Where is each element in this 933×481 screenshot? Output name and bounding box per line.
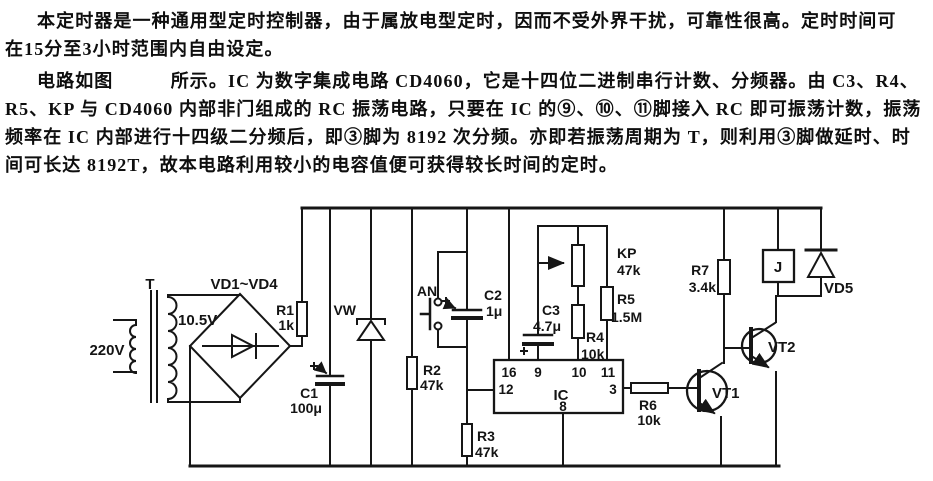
label-vt2: VT2 (768, 339, 796, 356)
zener-vw-triangle (356, 319, 386, 341)
article-line: 在15分至3小时范围内自由设定。 (5, 39, 284, 59)
relay-j-box (761, 248, 796, 284)
article-line: 频率在 IC 内部进行十四级二分频后，即③脚为 8192 次分频。亦即若振荡周期… (5, 127, 911, 147)
potentiometer-kp-body (571, 244, 585, 287)
label-vd5: VD5 (824, 280, 853, 297)
resistor-r1-body (296, 301, 308, 337)
label-r5: R5 (617, 291, 635, 307)
bridge-rectifier-outline (188, 292, 292, 400)
label-r3: R3 (477, 428, 495, 444)
label-c2: C2 (484, 287, 502, 303)
ic-pin-10: 10 (571, 365, 586, 380)
label-r1: R1 (276, 302, 294, 318)
ic-pin-11: 11 (601, 365, 616, 380)
transformer-core (150, 290, 158, 403)
c2-polarity-arrow (442, 298, 457, 310)
label-c1: C1 (300, 385, 318, 401)
label-secondary-voltage: 10.5V (178, 312, 217, 329)
label-r7-value: 3.4k (689, 279, 716, 295)
label-relay-j: J (774, 259, 782, 276)
label-r7: R7 (691, 262, 709, 278)
label-kp: KP (617, 245, 636, 261)
article-line: 本定时器是一种通用型定时控制器，由于属放电型定时，因而不受外界干扰，可靠性很高。… (37, 11, 897, 31)
bridge-diode (202, 333, 279, 359)
vt2-emitter-arrow (751, 352, 770, 369)
pushbutton-an-contact (433, 321, 443, 331)
article-line: 间可长达 8192T，故本电路利用较小的电容值便可获得较长时间的定时。 (5, 155, 619, 175)
ic-pin-16: 16 (501, 365, 517, 380)
pushbutton-an-wires (437, 251, 468, 348)
transformer-secondary-coil (166, 295, 178, 401)
label-r1-value: 1k (278, 317, 294, 333)
label-c1-value: 100μ (290, 400, 322, 416)
ic-pin-12: 12 (498, 382, 513, 397)
label-vt1: VT1 (712, 385, 740, 402)
label-vw: VW (333, 302, 356, 318)
label-r2-value: 47k (420, 377, 444, 393)
label-r6-value: 10k (637, 412, 661, 428)
label-r2: R2 (423, 362, 441, 378)
article-line: 电路如图 所示。IC 为数字集成电路 CD4060，它是十四位二进制串行计数、分… (37, 71, 919, 91)
label-r6: R6 (639, 397, 657, 413)
ic-pin-8: 8 (559, 399, 567, 414)
resistor-r7-body (717, 259, 731, 295)
article-line: R5、KP 与 CD4060 内部非门组成的 RC 振荡电路，只要在 IC 的⑨… (5, 99, 922, 119)
label-kp-value: 47k (617, 262, 641, 278)
label-ic: IC (554, 387, 569, 404)
vt1-emitter-arrow (697, 398, 716, 415)
diode-vd5-triangle (806, 250, 836, 278)
label-an: AN (417, 283, 437, 299)
label-r4-value: 10k (581, 346, 605, 362)
label-r3-value: 47k (475, 444, 499, 460)
label-r4: R4 (586, 329, 604, 345)
resistor-r5-body (600, 286, 614, 321)
label-bridge: VD1~VD4 (210, 276, 278, 293)
pushbutton-an-actuator (419, 297, 432, 331)
label-transformer: T (145, 276, 154, 293)
resistor-r3-body (461, 423, 473, 457)
resistor-r4-body (571, 304, 585, 339)
pushbutton-an-contact (433, 297, 443, 307)
ic-cd4060-box (492, 358, 625, 415)
ic-pin-9: 9 (534, 365, 542, 380)
oscillator-node-wires (537, 225, 608, 361)
label-mains-voltage: 220V (89, 342, 124, 359)
label-c3: C3 (542, 302, 560, 318)
zener-vw-bar (356, 318, 386, 325)
label-c3-value: 4.7μ (533, 318, 561, 334)
c1-polarity-arrow (313, 361, 328, 375)
circuit-wires (113, 206, 838, 468)
label-r5-value: 1.5M (611, 309, 642, 325)
resistor-r6-body (630, 382, 669, 394)
ic-pin-3: 3 (609, 382, 617, 397)
transformer-primary-coil (129, 323, 138, 375)
resistor-r2-body (406, 356, 418, 390)
circuit-labels: T 220V 10.5V VD1~VD4 R1 1k C1 100μ VW R2… (89, 245, 853, 460)
label-c2-value: 1μ (486, 303, 502, 319)
